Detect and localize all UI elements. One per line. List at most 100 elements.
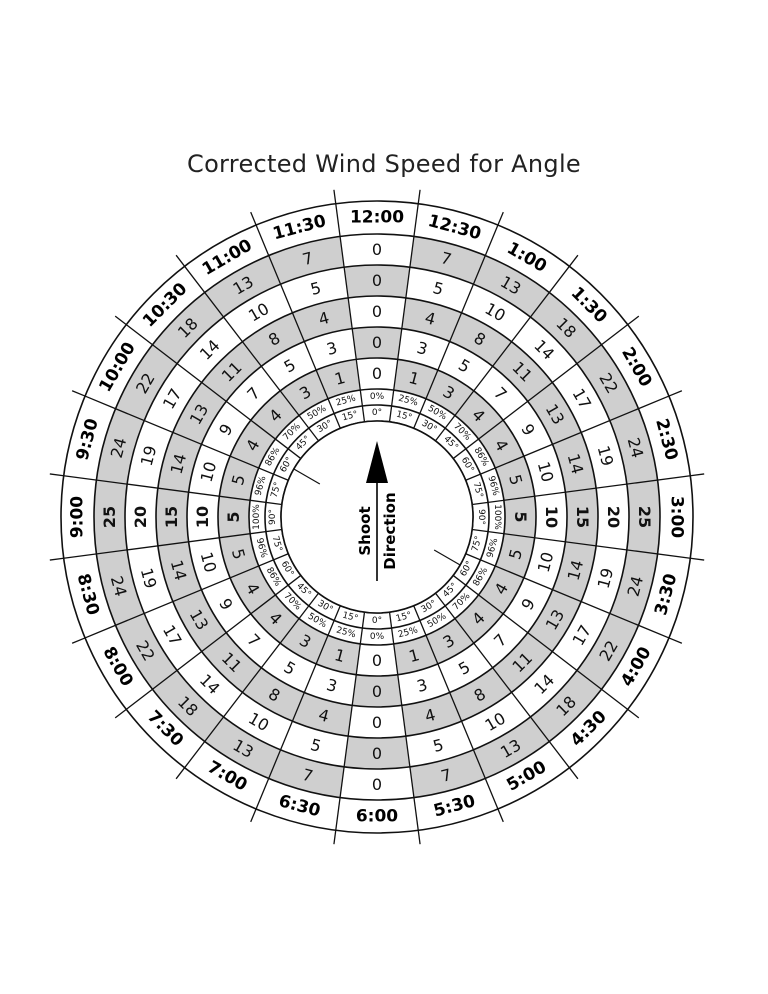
corrected-speed-label: 0 (372, 713, 382, 732)
tick-mark (568, 767, 579, 780)
corrected-speed-label: 4 (423, 705, 438, 726)
clock-position-label: 5:30 (432, 791, 478, 821)
corrected-speed-label: 5 (431, 278, 446, 299)
corrected-speed-label: 19 (594, 443, 618, 468)
corrected-speed-label: 5 (511, 511, 530, 522)
corrected-speed-label: 9 (517, 421, 539, 439)
sector-divider (434, 592, 570, 769)
shaded-sector (530, 670, 602, 742)
tick-mark (114, 708, 127, 719)
clock-position-label: 9:00 (68, 496, 88, 538)
corrected-speed-label: 10 (193, 506, 212, 528)
corrected-speed-label: 9 (215, 595, 237, 613)
angle-label: 90° (476, 509, 486, 525)
shaded-sector (449, 667, 512, 722)
corrected-speed-label: 4 (316, 308, 331, 329)
corrected-speed-label: 10 (197, 460, 221, 485)
corrected-speed-label: 14 (564, 452, 588, 477)
shaded-sector (152, 292, 224, 364)
shaded-sector (576, 344, 639, 421)
shaded-sector (565, 488, 598, 546)
corrected-speed-label: 20 (131, 506, 150, 528)
ring-circle (155, 295, 599, 739)
tick-mark (690, 557, 705, 561)
sector-divider (125, 324, 302, 460)
tick-mark (250, 808, 257, 823)
corrected-speed-label: 17 (568, 622, 595, 649)
shaded-sector (609, 549, 658, 626)
corrected-speed-label: 5 (431, 735, 446, 756)
shaded-sector (115, 344, 178, 421)
sector-divider (465, 395, 670, 481)
corrected-speed-label: 3 (324, 338, 339, 359)
sector-divider (472, 475, 691, 506)
shaded-sector (219, 533, 259, 578)
sector-divider (63, 475, 282, 506)
corrected-speed-label: 0 (372, 744, 382, 763)
shaded-sector (473, 255, 550, 318)
corrected-speed-label: 0 (372, 302, 382, 321)
percent-label: 100% (252, 504, 262, 530)
sector-divider (452, 574, 629, 710)
corrected-speed-label: 5 (308, 735, 323, 756)
shaded-sector (409, 236, 486, 285)
sector-divider (472, 528, 691, 559)
corrected-speed-label: 5 (281, 355, 299, 377)
shaded-sector (316, 359, 361, 399)
shaded-sector (204, 716, 281, 779)
sector-dividers (63, 203, 691, 831)
corrected-speed-label: 10 (534, 460, 558, 485)
corrected-speed-label: 1 (332, 368, 347, 389)
corrected-speed-label: 14 (564, 558, 588, 583)
shaded-sector (527, 589, 582, 652)
corrected-speed-label: 0 (372, 682, 382, 701)
shaded-sector (495, 533, 535, 578)
tick-mark (568, 254, 579, 267)
shaded-sector (492, 341, 553, 402)
corrected-speed-label: 1 (407, 368, 422, 389)
corrected-speed-label: 10 (542, 506, 561, 528)
corrected-speed-label: 15 (573, 506, 592, 528)
tick-mark (175, 254, 186, 267)
corrected-speed-label: 3 (415, 338, 430, 359)
sector-divider (434, 265, 570, 442)
sector-divider (255, 605, 341, 810)
corrected-speed-label: 17 (159, 622, 186, 649)
tick-mark (668, 637, 683, 644)
center-label-direction: Direction (381, 492, 399, 569)
angle-label: 15° (395, 410, 413, 424)
sector-divider (84, 395, 289, 481)
shaded-sector (172, 589, 227, 652)
shaded-sector (242, 312, 305, 367)
shaded-sector (454, 594, 504, 644)
corrected-speed-label: 14 (196, 670, 224, 698)
angle-label: 15° (341, 410, 359, 424)
corrected-speed-label: 0 (372, 240, 382, 259)
corrected-speed-label: 5 (228, 547, 249, 562)
center-rule-upper (293, 468, 321, 485)
clock-position-label: 3:30 (651, 571, 681, 617)
corrected-speed-label: 3 (415, 675, 430, 696)
sector-divider (452, 324, 629, 460)
angle-label: 0° (372, 616, 382, 626)
corrected-speed-label: 5 (224, 511, 243, 522)
shaded-sector (352, 674, 402, 707)
clock-position-label: 3:00 (667, 496, 687, 538)
corrected-speed-label: 15 (162, 506, 181, 528)
corrected-speed-label: 10 (482, 708, 509, 735)
corrected-speed-label: 25 (635, 506, 654, 528)
corrected-speed-label: 7 (439, 765, 454, 786)
corrected-speed-label: 0 (372, 271, 382, 290)
tick-mark (49, 473, 64, 477)
corrected-speed-label: 5 (505, 472, 526, 487)
corrected-speed-label: 14 (167, 452, 191, 477)
angle-label: 75° (270, 481, 284, 499)
sector-divider (63, 528, 282, 559)
sector-divider (184, 265, 320, 442)
corrected-speed-label: 0 (372, 333, 382, 352)
shaded-sector (201, 632, 262, 693)
shaded-sector (344, 736, 410, 770)
percent-label: 0% (370, 632, 385, 642)
tick-mark (71, 390, 86, 397)
shaded-sector (268, 236, 345, 285)
